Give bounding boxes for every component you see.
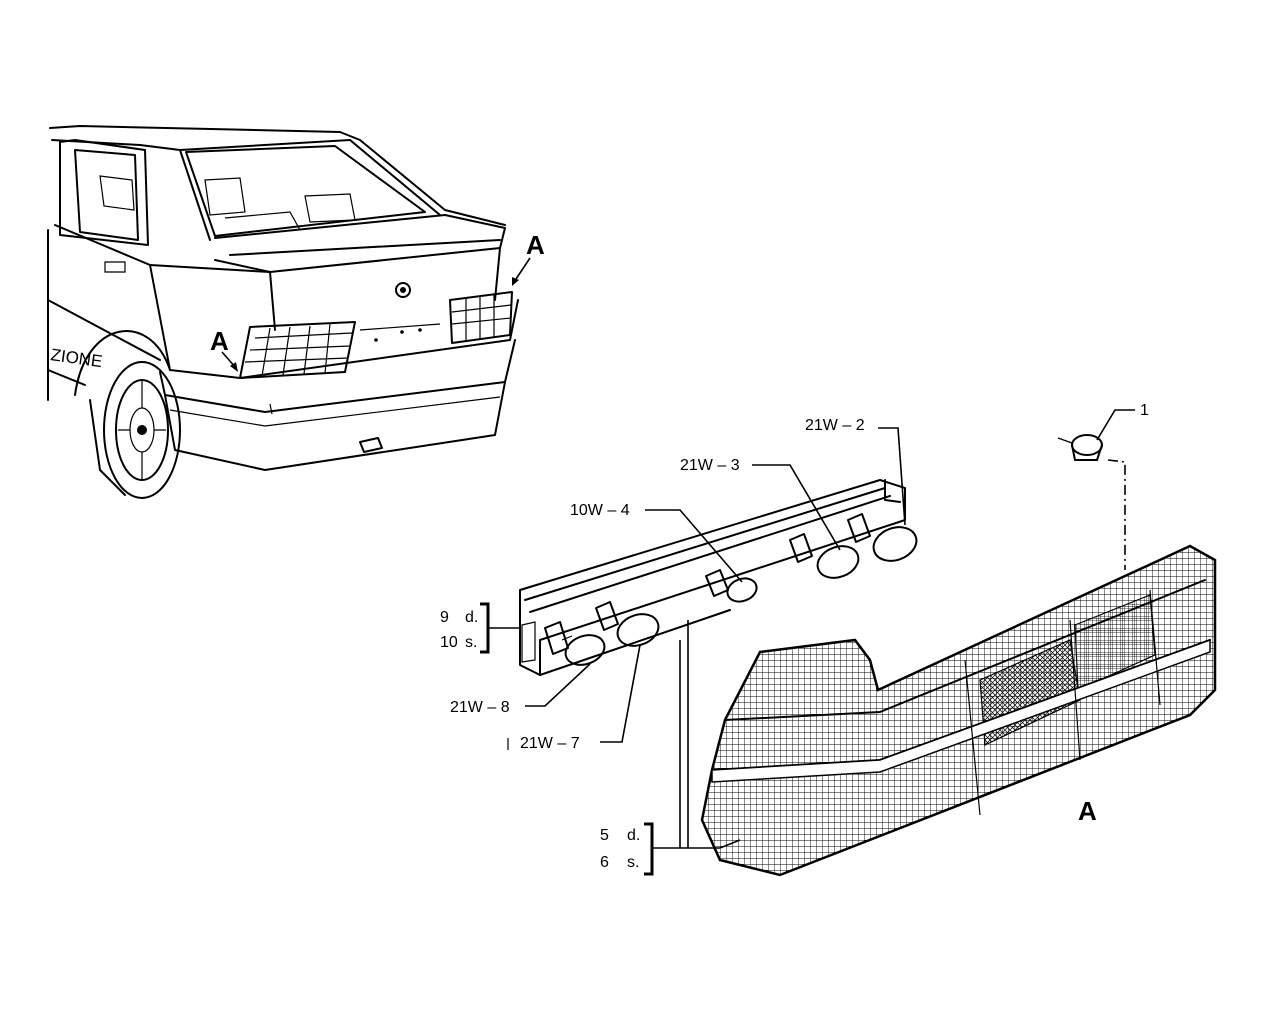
label-part-9-num: 9 — [440, 609, 449, 626]
car-side-badge: ZIONE — [49, 345, 103, 371]
label-part-1: 1 — [1140, 402, 1149, 419]
bulb-holder-board — [519, 479, 906, 676]
label-part-5-side: d. — [627, 827, 640, 844]
label-part-2: 21W – 2 — [805, 417, 865, 434]
label-part-7: 21W – 7 — [520, 735, 580, 752]
callout-a-left: A — [210, 326, 229, 356]
bulb-21w-7 — [595, 601, 660, 647]
leader-part-4 — [645, 509, 743, 583]
leader-part-2 — [878, 427, 906, 526]
callout-a-right-arrow — [513, 257, 531, 283]
bulb-10w-4 — [705, 569, 758, 603]
label-part-4: 10W – 4 — [570, 502, 630, 519]
leader-part-3 — [752, 464, 841, 551]
label-part-10-side: s. — [465, 634, 477, 651]
label-part-10-num: 10 — [440, 634, 458, 651]
label-part-3: 21W – 3 — [680, 457, 740, 474]
label-part-6-num: 6 — [600, 854, 609, 871]
label-part-9-side: d. — [465, 609, 478, 626]
callout-a-right: A — [526, 230, 545, 260]
bulb-21w-3 — [789, 533, 860, 579]
label-part-5-num: 5 — [600, 827, 609, 844]
leader-part-8 — [525, 663, 591, 707]
leader-part-7 — [600, 644, 641, 743]
car-rear-view-illustration: ZIONE — [47, 125, 519, 499]
bulb-21w-8 — [544, 621, 606, 666]
bulb-21w-2 — [847, 513, 918, 562]
bracket-9-10 — [480, 602, 490, 654]
callout-a-lamp: A — [1078, 796, 1097, 826]
bracket-5-6 — [644, 822, 654, 876]
screw-part-1 — [1057, 409, 1135, 570]
tail-lamp-lens — [700, 544, 1217, 877]
label-part-6-side: s. — [627, 854, 639, 871]
label-part-8: 21W – 8 — [450, 699, 510, 716]
